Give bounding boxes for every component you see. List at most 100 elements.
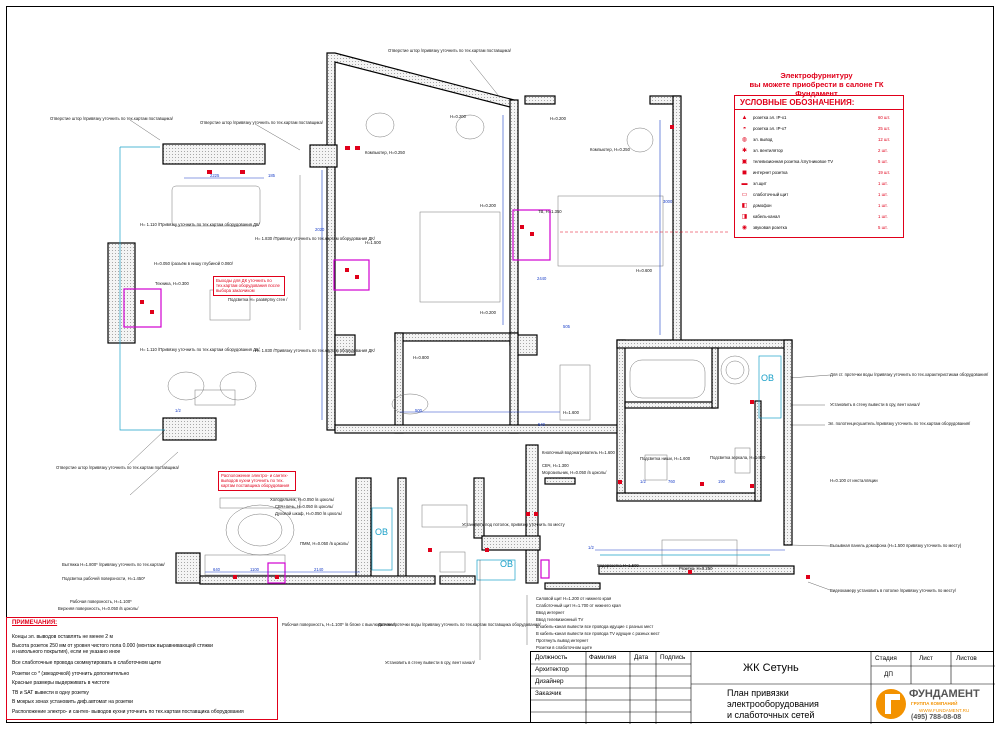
legend-item-name: интернет розетка [753, 170, 788, 175]
dimension-lines [184, 115, 785, 573]
legend-item-name: эл.щит [753, 181, 767, 186]
tb-col-position: Должность [535, 654, 568, 661]
callout-h050: Н=0.050 /разъём в нишу глубиной 0.060/ [154, 261, 233, 266]
legend-header-line2: вы можете приобрести в салоне ГК Фундаме… [749, 80, 884, 98]
tb-col-date: Дата [634, 654, 649, 661]
note-item: Все слаботочные провода скоммутировать в… [12, 660, 162, 666]
tb-sheet-title-3: и слаботочных сетей [727, 710, 815, 720]
notes-box: ПРИМЕЧАНИЯ: Концы эл. выводов оставлять … [6, 617, 278, 720]
legend-symbol-icon: ◼ [742, 170, 747, 176]
note-item: Розетки со * (звездочкой) уточнить допол… [12, 671, 130, 677]
note-item: Концы эл. выводов оставлять не менее 2 м [12, 634, 113, 640]
callout-fridge: Холодильник, Н=0.050 /в цоколь/ [270, 497, 335, 502]
callout-tv-center: Н= 1.830 /Привязку уточнить по тех.карта… [255, 236, 375, 241]
callout-computer-1: Компьютер, Н=0.250 [365, 150, 405, 155]
panel-list-item: В кабель-канал вывести все провода идущи… [536, 624, 654, 629]
dim-505: 505 [563, 324, 570, 329]
dim-3000: 3000 [663, 199, 673, 204]
panel-list-item: Розетки в слаботочном щите [536, 645, 593, 650]
dim-half-3: 1/2 [588, 545, 594, 550]
legend-row: ▲ розетка эл. IP-x1 60 шт. [735, 113, 903, 123]
dim-185: 185 [268, 173, 275, 178]
tb-col-sheet: Лист [919, 655, 933, 662]
callout-worktop: Подсветка рабочей поверхности, Н=1.450* [62, 576, 146, 581]
logo-icon [876, 689, 906, 719]
panel-list-item: Протянуть вывод интернет [536, 638, 589, 643]
legend-item-qty: 19 шт. [878, 170, 891, 175]
label-h1500: Н=1.500 [365, 240, 381, 245]
dim-half-1: 1/2 [175, 408, 181, 413]
tb-role-designer: Дизайнер [535, 678, 564, 685]
callout-tv-center2: Н= 1.830 /Привязку уточнить по тех.карта… [255, 348, 375, 353]
callout-tv-left2: Н= 1.110 /Привязку уточнить по тех.карта… [140, 347, 260, 352]
legend-symbol-icon: ▭ [741, 192, 748, 198]
legend-symbol-icon: ◓ [742, 126, 747, 132]
drawing-frame [6, 6, 994, 723]
red-note-kitchen: Расположение электро- и сантех-выводов к… [218, 471, 296, 491]
legend-item-name: слаботочный щит [753, 192, 789, 197]
note-item: Красные размеры выдерживать в чистоте [12, 680, 110, 686]
callout-pkt1: Кнопочный водонагреватель Н=1.600 [542, 450, 615, 455]
callout-techno: Техника, Н=0.300 [155, 281, 189, 286]
tb-col-surname: Фамилия [589, 654, 617, 661]
tb-sheet-title-2: электрооборудования [727, 699, 819, 709]
callout-curtain-left2: Отверстие штор /привязку уточнить по тех… [200, 120, 323, 125]
dim-760: 760 [668, 479, 675, 484]
callout-domofon: Вызывная панель домофона (Н=1.500 привяз… [830, 543, 962, 548]
callout-pmm: ПММ, Н=0.050 /в цоколь/ [300, 541, 349, 546]
label-h200-a: Н=0.200 [450, 114, 466, 119]
legend-item-qty: 1 шт. [878, 181, 888, 186]
legend-item-name: розетка эл. IP-x1 [753, 115, 787, 120]
dim-2225: 2225 [210, 173, 220, 178]
tb-role-client: Заказчик [535, 690, 562, 697]
legend-symbol-icon: ▲ [741, 115, 748, 121]
callout-dust: Датчик протечки воды /привязку уточнить … [378, 622, 541, 627]
note-item: и напольного покрытия), если не указано … [12, 649, 121, 655]
dim-2020: 2020 [315, 227, 325, 232]
tb-col-signature: Подпись [660, 654, 686, 661]
legend-header: Электрофурнитуру вы можете приобрести в … [734, 71, 899, 98]
label-h200-c: Н=0.200 [480, 310, 496, 315]
callout-h100: Н=0.100 от инсталляции [830, 478, 878, 483]
callout-pkt2: СВЧ, Н=1.300 [542, 463, 569, 468]
callout-pkt3: Морозильник, Н=0.050 /в цоколь/ [542, 470, 607, 475]
panel-list-item: Ввод интернет [536, 610, 565, 615]
dim-1100: 1100 [250, 567, 260, 572]
label-h200-d: Н=0.200 [550, 116, 566, 121]
callout-computer-2: Компьютер, Н=0.250 [590, 147, 630, 152]
tb-sheet-title-1: План привязки [727, 688, 789, 698]
callout-podsvetka: Подсветка Н= развёртку стен / [228, 297, 288, 302]
note-item: В мокрых зонах установить диф.автомат на… [12, 699, 133, 705]
legend-item-name: эл. вывод [753, 137, 773, 142]
label-ov-1: OB [761, 373, 775, 383]
callout-vent2: Установить в стену вывести в сру, вент к… [385, 660, 475, 665]
callout-window-light: Розетка, Н=0.250 [679, 566, 713, 571]
label-ov-3: OB [500, 559, 514, 569]
walls [107, 52, 795, 590]
water-lines [119, 146, 782, 581]
tb-col-stage: Стадия [875, 655, 897, 662]
logo-phone: (495) 788-08-08 [911, 714, 962, 721]
legend-item-name: домофон [753, 203, 772, 208]
legend-item-name: кабель-канал [753, 214, 780, 219]
dim-500: 500 [415, 408, 422, 413]
red-note-dk: Выходы для ДК уточнить по тех.картам обо… [213, 276, 285, 296]
leaders [127, 59, 831, 660]
callout-tv-left: Н= 1.110 /Привязку уточнить по тех.карта… [140, 222, 260, 227]
tb-project: ЖК Сетунь [743, 662, 799, 674]
dim-640: 640 [213, 567, 220, 572]
legend-item-qty: 60 шт. [878, 115, 891, 120]
note-item: Высота розеток 250 мм от уровня чистого … [12, 643, 213, 649]
title-block: Должность Фамилия Дата Подпись Архитекто… [530, 651, 995, 724]
dim-2440: 2440 [537, 276, 547, 281]
legend-item-name: розетка эл. IP-x7 [753, 126, 787, 131]
note-item: ТВ и SAT вывести в одну розетку [12, 690, 89, 696]
label-h1600: Н=1.600 [563, 410, 579, 415]
